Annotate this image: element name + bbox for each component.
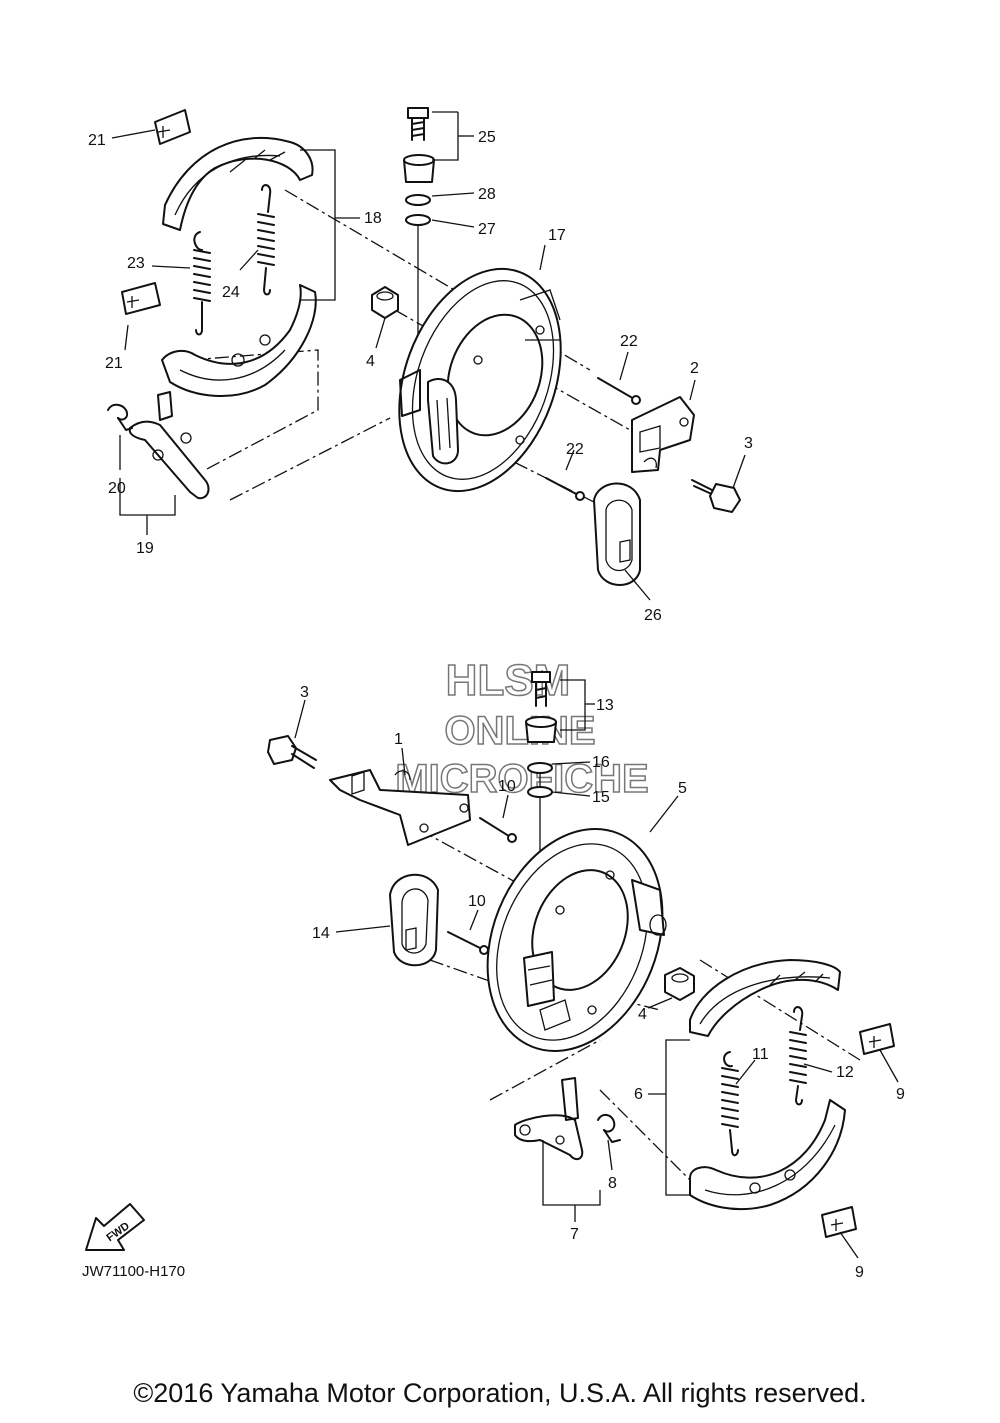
upper-nut-4 (371, 286, 399, 319)
callout-16: 16 (592, 754, 610, 771)
upper-callout-leaders (111, 111, 746, 601)
lower-callout-labels: 3 13 1 16 15 10 5 10 14 4 11 12 9 6 8 7 … (300, 684, 905, 1281)
callout-9a: 9 (896, 1086, 905, 1103)
callout-11: 11 (752, 1046, 769, 1063)
watermark: HLSM ONLINE MICROFICHE (395, 655, 650, 802)
callout-15: 15 (592, 789, 610, 806)
callout-13: 13 (596, 697, 614, 714)
callout-24: 24 (222, 284, 240, 301)
lower-pin-10b (447, 931, 489, 955)
callout-4b: 4 (638, 1006, 647, 1023)
callout-5: 5 (678, 780, 687, 797)
upper-brake-shoe-bottom (161, 284, 317, 398)
upper-bracket-2 (631, 396, 695, 473)
callout-22a: 22 (620, 333, 638, 350)
callout-22b: 22 (566, 441, 584, 458)
upper-washer-27 (405, 214, 431, 226)
callout-18: 18 (364, 210, 382, 227)
callout-21b: 21 (105, 355, 123, 372)
upper-brake-shoe-top (162, 137, 314, 231)
upper-grommet-26 (593, 482, 641, 586)
upper-spring-20 (107, 403, 133, 431)
callout-23: 23 (127, 255, 145, 272)
upper-brake-assembly: 21 25 28 27 18 17 23 24 21 4 22 2 3 20 2… (88, 107, 753, 624)
callout-6: 6 (634, 1086, 643, 1103)
watermark-line-2: ONLINE (444, 709, 595, 753)
callout-4a: 4 (366, 353, 375, 370)
callout-17: 17 (548, 227, 566, 244)
upper-bolt-25 (403, 107, 435, 183)
callout-20: 20 (108, 480, 126, 497)
upper-clip-21b (121, 282, 161, 315)
lower-nut-4 (664, 967, 695, 1001)
lower-lever-7 (514, 1077, 584, 1161)
lower-brake-shoe-bottom (689, 1099, 846, 1211)
lower-washer-16 (527, 762, 553, 774)
callout-25: 25 (478, 129, 496, 146)
upper-washer-28 (405, 194, 431, 206)
callout-3b: 3 (300, 684, 309, 701)
upper-backing-plate-17 (398, 267, 562, 493)
watermark-line-1: HLSM (446, 656, 571, 705)
callout-21a: 21 (88, 132, 106, 149)
upper-clip-21a (154, 109, 191, 145)
callout-19: 19 (136, 540, 154, 557)
figure-code: JW71100-H170 (82, 1263, 186, 1280)
upper-callout-labels: 21 25 28 27 18 17 23 24 21 4 22 2 3 20 2… (88, 129, 753, 624)
callout-10b: 10 (468, 893, 486, 910)
lower-pin-10a (479, 817, 517, 843)
callout-10a: 10 (498, 778, 516, 795)
lower-backing-plate-5 (486, 828, 667, 1052)
lower-bracket-1 (329, 769, 471, 846)
upper-spring-24 (257, 184, 275, 296)
lower-grommet-14 (389, 873, 439, 967)
lower-clip-9b (821, 1206, 857, 1238)
lower-brake-assembly: FWD 3 13 1 (85, 671, 905, 1281)
callout-28: 28 (478, 186, 496, 203)
callout-1: 1 (394, 731, 403, 748)
upper-pin-22b (545, 477, 585, 501)
lower-spring-12 (789, 1006, 807, 1106)
callout-9b: 9 (855, 1264, 864, 1281)
fwd-direction-arrow: FWD (85, 1203, 145, 1251)
lower-bolt-3 (267, 735, 317, 769)
lower-bolt-13 (525, 671, 557, 743)
upper-pin-22a (597, 377, 641, 405)
callout-26: 26 (644, 607, 662, 624)
upper-spring-23 (193, 231, 211, 336)
lower-washer-15 (527, 786, 553, 798)
callout-12: 12 (836, 1064, 854, 1081)
upper-lever-19 (128, 391, 210, 500)
callout-7: 7 (570, 1226, 579, 1243)
callout-8: 8 (608, 1175, 617, 1192)
callout-14: 14 (312, 925, 330, 942)
lower-callout-leaders (294, 679, 899, 1259)
lower-spring-8 (597, 1114, 621, 1143)
lower-spring-11 (721, 1051, 739, 1157)
callout-2: 2 (690, 360, 699, 377)
lower-clip-9a (859, 1023, 895, 1055)
callout-3a: 3 (744, 435, 753, 452)
lower-brake-shoe-top (689, 959, 841, 1037)
callout-27: 27 (478, 221, 496, 238)
upper-bolt-3 (691, 479, 741, 513)
copyright-notice: ©2016 Yamaha Motor Corporation, U.S.A. A… (133, 1378, 867, 1408)
